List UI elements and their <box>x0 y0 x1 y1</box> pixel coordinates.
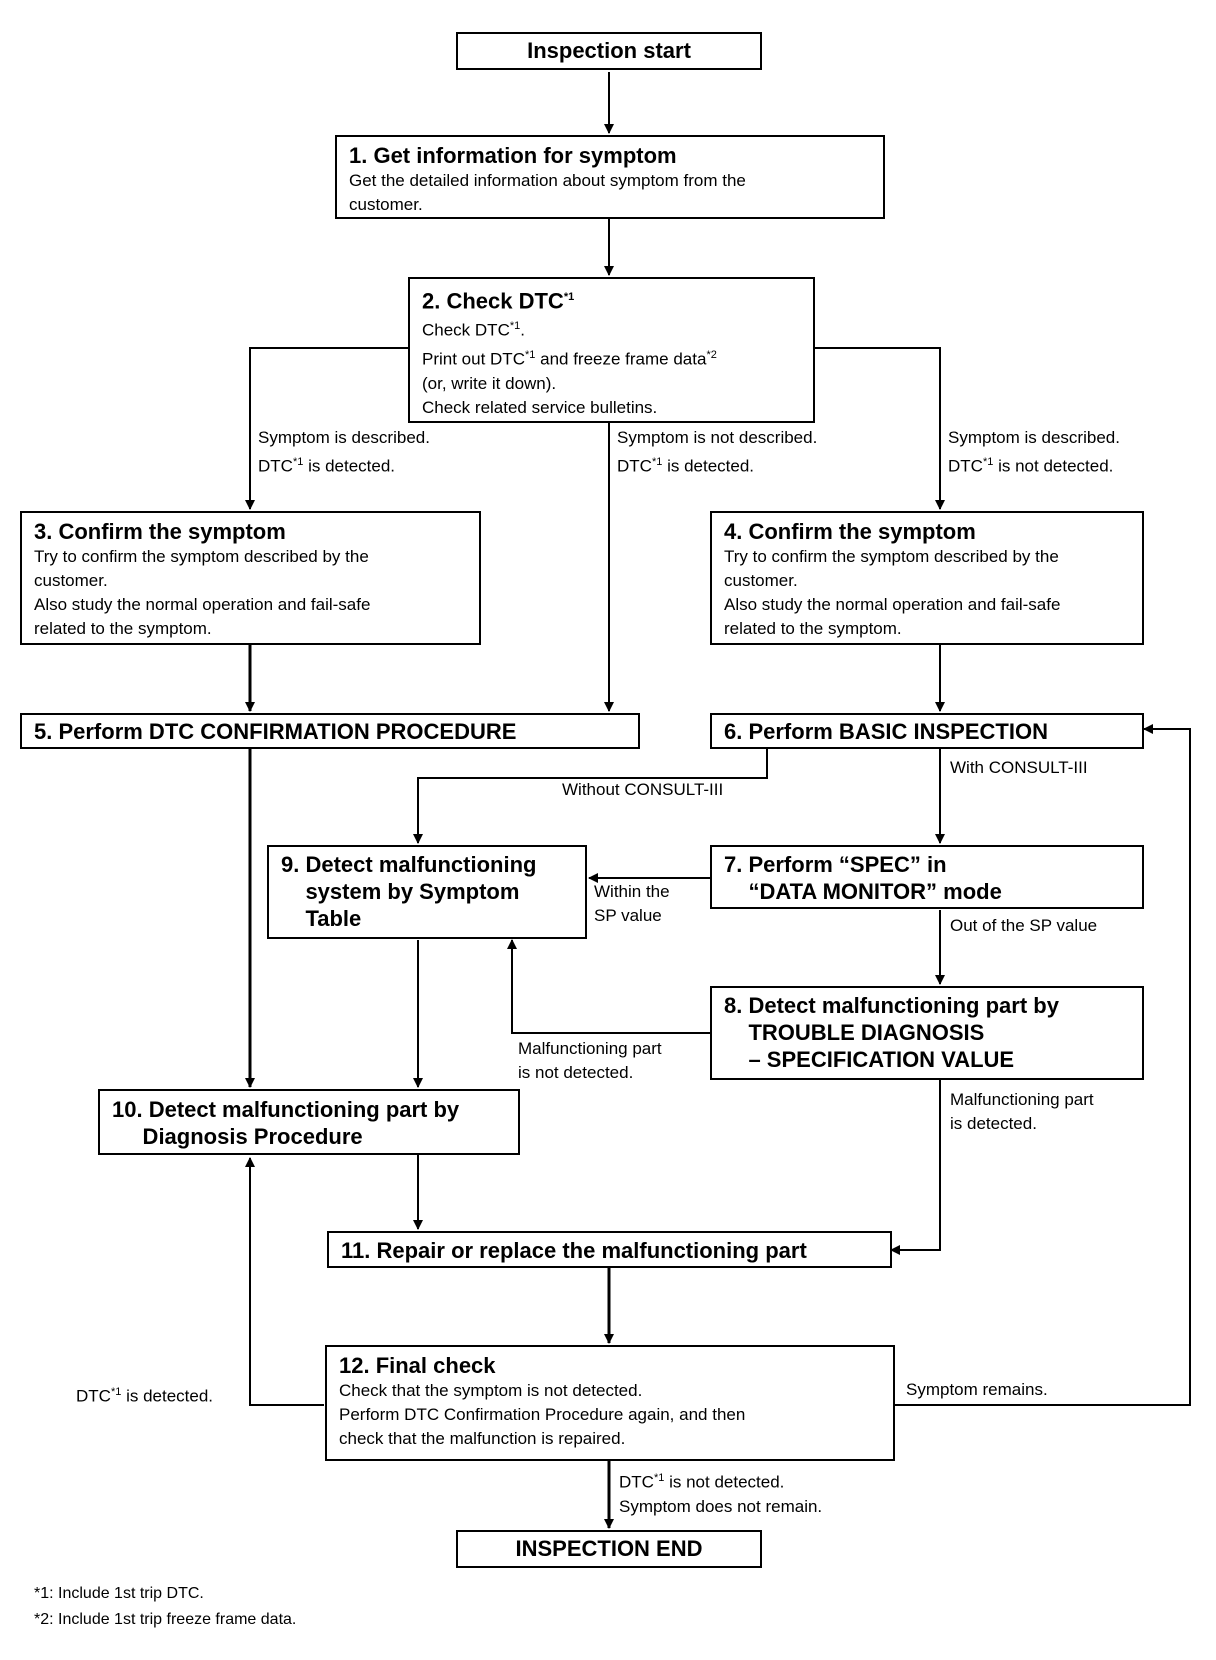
arrow-6-to-9 <box>413 748 768 844</box>
label-end-condition: DTC*1 is not detected. Symptom does not … <box>619 1472 823 1516</box>
step-11-title: 11. Repair or replace the malfunctioning… <box>341 1238 807 1263</box>
footnote-1: *1: Include 1st trip DTC. <box>34 1585 204 1602</box>
arrow-8-to-11 <box>890 1080 941 1255</box>
step-9-box: 9. Detect malfunctioning system by Sympt… <box>267 845 587 939</box>
label-right-branch: Symptom is described. DTC*1 is not detec… <box>948 428 1120 476</box>
step-1-title: 1. Get information for symptom <box>349 143 677 168</box>
step-8-box: 8. Detect malfunctioning part by TROUBLE… <box>710 986 1144 1080</box>
step-2-desc: Check DTC*1. Print out DTC*1 and freeze … <box>422 320 717 417</box>
start-terminal: Inspection start <box>456 32 762 70</box>
step-12-desc: Check that the symptom is not detected. … <box>339 1381 746 1448</box>
arrow-12-to-10 <box>245 1157 324 1406</box>
step-2-title: 2. Check DTC*1 <box>422 288 575 314</box>
step-8-title: 8. Detect malfunctioning part by TROUBLE… <box>724 993 1059 1072</box>
footnote-2: *2: Include 1st trip freeze frame data. <box>34 1611 297 1628</box>
step-3-box: 3. Confirm the symptom Try to confirm th… <box>20 511 481 645</box>
arrow-2-to-4 <box>814 347 945 510</box>
step-11-box: 11. Repair or replace the malfunctioning… <box>327 1231 892 1268</box>
label-mid-branch: Symptom is not described. DTC*1 is detec… <box>617 428 818 476</box>
label-symptom-remains: Symptom remains. <box>906 1380 1048 1399</box>
step-7-box: 7. Perform “SPEC” in “DATA MONITOR” mode <box>710 845 1144 909</box>
end-terminal: INSPECTION END <box>456 1530 762 1568</box>
step-7-title: 7. Perform “SPEC” in “DATA MONITOR” mode <box>724 852 1002 904</box>
label-with-consult: With CONSULT-III <box>950 758 1088 777</box>
arrow-12-to-6 <box>894 724 1191 1406</box>
step-10-title: 10. Detect malfunctioning part by Diagno… <box>112 1097 460 1149</box>
step-10-box: 10. Detect malfunctioning part by Diagno… <box>98 1089 520 1155</box>
step-4-box: 4. Confirm the symptom Try to confirm th… <box>710 511 1144 645</box>
step-4-desc: Try to confirm the symptom described by … <box>724 547 1061 638</box>
label-without-consult: Without CONSULT-III <box>562 780 724 799</box>
step-4-title: 4. Confirm the symptom <box>724 519 976 544</box>
step-3-desc: Try to confirm the symptom described by … <box>34 547 371 638</box>
arrow-8-to-9 <box>507 939 710 1034</box>
label-left-branch: Symptom is described. DTC*1 is detected. <box>258 428 430 476</box>
step-6-title: 6. Perform BASIC INSPECTION <box>724 719 1048 744</box>
step-1-box: 1. Get information for symptom Get the d… <box>335 135 885 219</box>
label-dtc-detected: DTC*1 is detected. <box>76 1386 214 1406</box>
step-1-desc: Get the detailed information about sympt… <box>349 171 746 214</box>
step-2-box: 2. Check DTC*1 Check DTC*1. Print out DT… <box>408 277 815 423</box>
step-3-title: 3. Confirm the symptom <box>34 519 286 544</box>
step-9-title: 9. Detect malfunctioning system by Sympt… <box>281 852 537 931</box>
step-5-title: 5. Perform DTC CONFIRMATION PROCEDURE <box>34 719 517 744</box>
step-5-box: 5. Perform DTC CONFIRMATION PROCEDURE <box>20 713 640 749</box>
step-6-box: 6. Perform BASIC INSPECTION <box>710 713 1144 749</box>
label-out-sp: Out of the SP value <box>950 916 1098 935</box>
label-part-not-detected: Malfunctioning part is not detected. <box>518 1039 662 1082</box>
label-within-sp: Within the SP value <box>594 882 670 925</box>
arrow-2-to-3 <box>245 347 410 510</box>
step-12-box: 12. Final check Check that the symptom i… <box>325 1345 895 1461</box>
step-12-title: 12. Final check <box>339 1353 496 1378</box>
label-part-detected: Malfunctioning part is detected. <box>950 1090 1094 1133</box>
